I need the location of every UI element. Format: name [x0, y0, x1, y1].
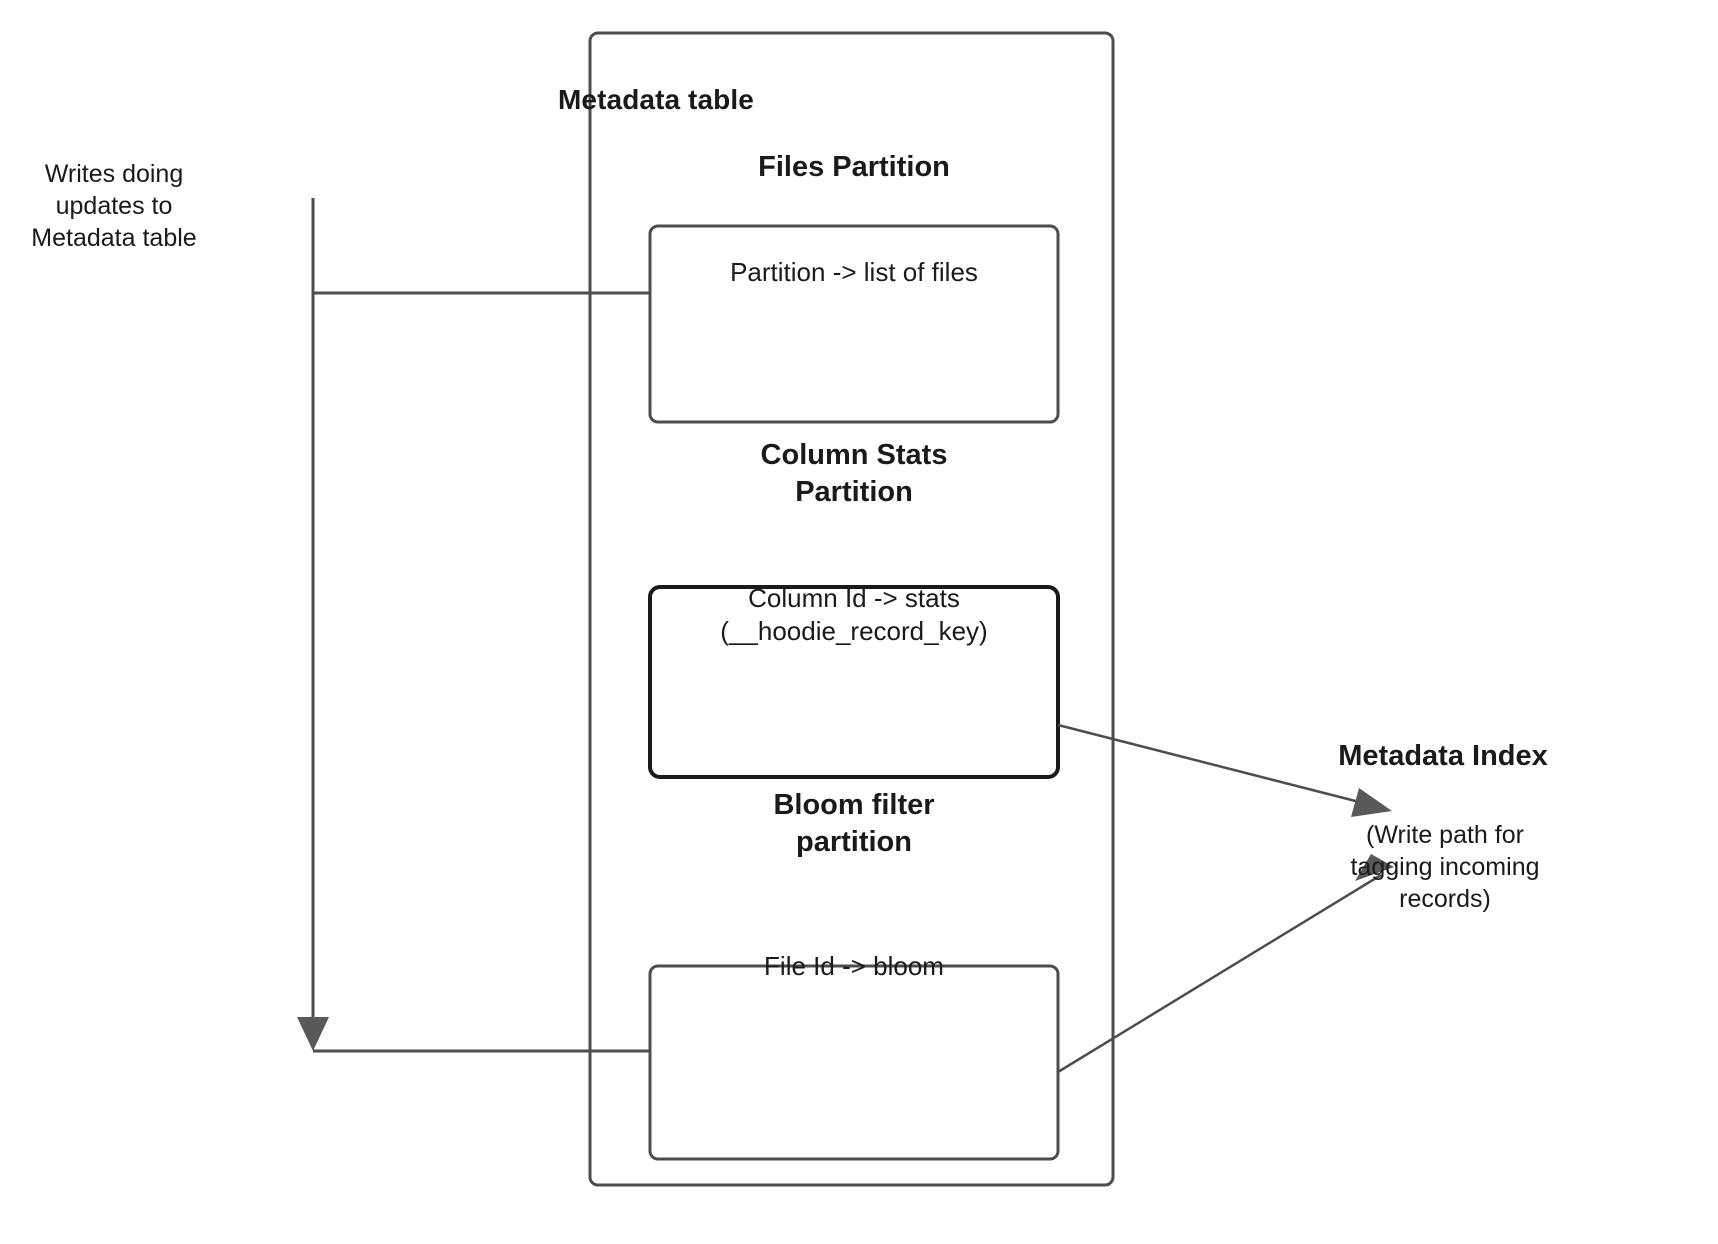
metadata-index-title: Metadata Index [1338, 740, 1548, 772]
files-partition-box [648, 224, 1060, 424]
metadata-index-subtitle: (Write path for tagging incoming records… [1350, 821, 1540, 913]
files-partition-box-text: Partition -> list of files [730, 257, 978, 287]
column-stats-partition-box [648, 585, 1060, 779]
metadata-table-title: Metadata table [558, 84, 754, 115]
bloom-filter-to-metadata-index-arrowhead [1355, 854, 1394, 881]
bloom-filter-partition-box-text: File Id -> bloom [764, 951, 944, 981]
writes-note-label: Writes doing updates to Metadata table [31, 160, 197, 252]
column-stats-partition-box-text: Column Id -> stats (__hoodie_record_key) [720, 583, 988, 647]
bloom-filter-partition-heading: Bloom filter partition [773, 789, 935, 859]
files-partition-heading: Files Partition [758, 151, 950, 183]
column-stats-partition-heading: Column Stats Partition [760, 439, 948, 509]
writes-trunk-arrowhead [297, 1017, 329, 1051]
bloom-filter-partition-box [648, 964, 1060, 1161]
bloom-filter-to-metadata-index-line [1057, 873, 1382, 1074]
column-stats-to-metadata-index-line [1057, 723, 1380, 809]
column-stats-to-metadata-index-arrowhead [1351, 788, 1392, 817]
